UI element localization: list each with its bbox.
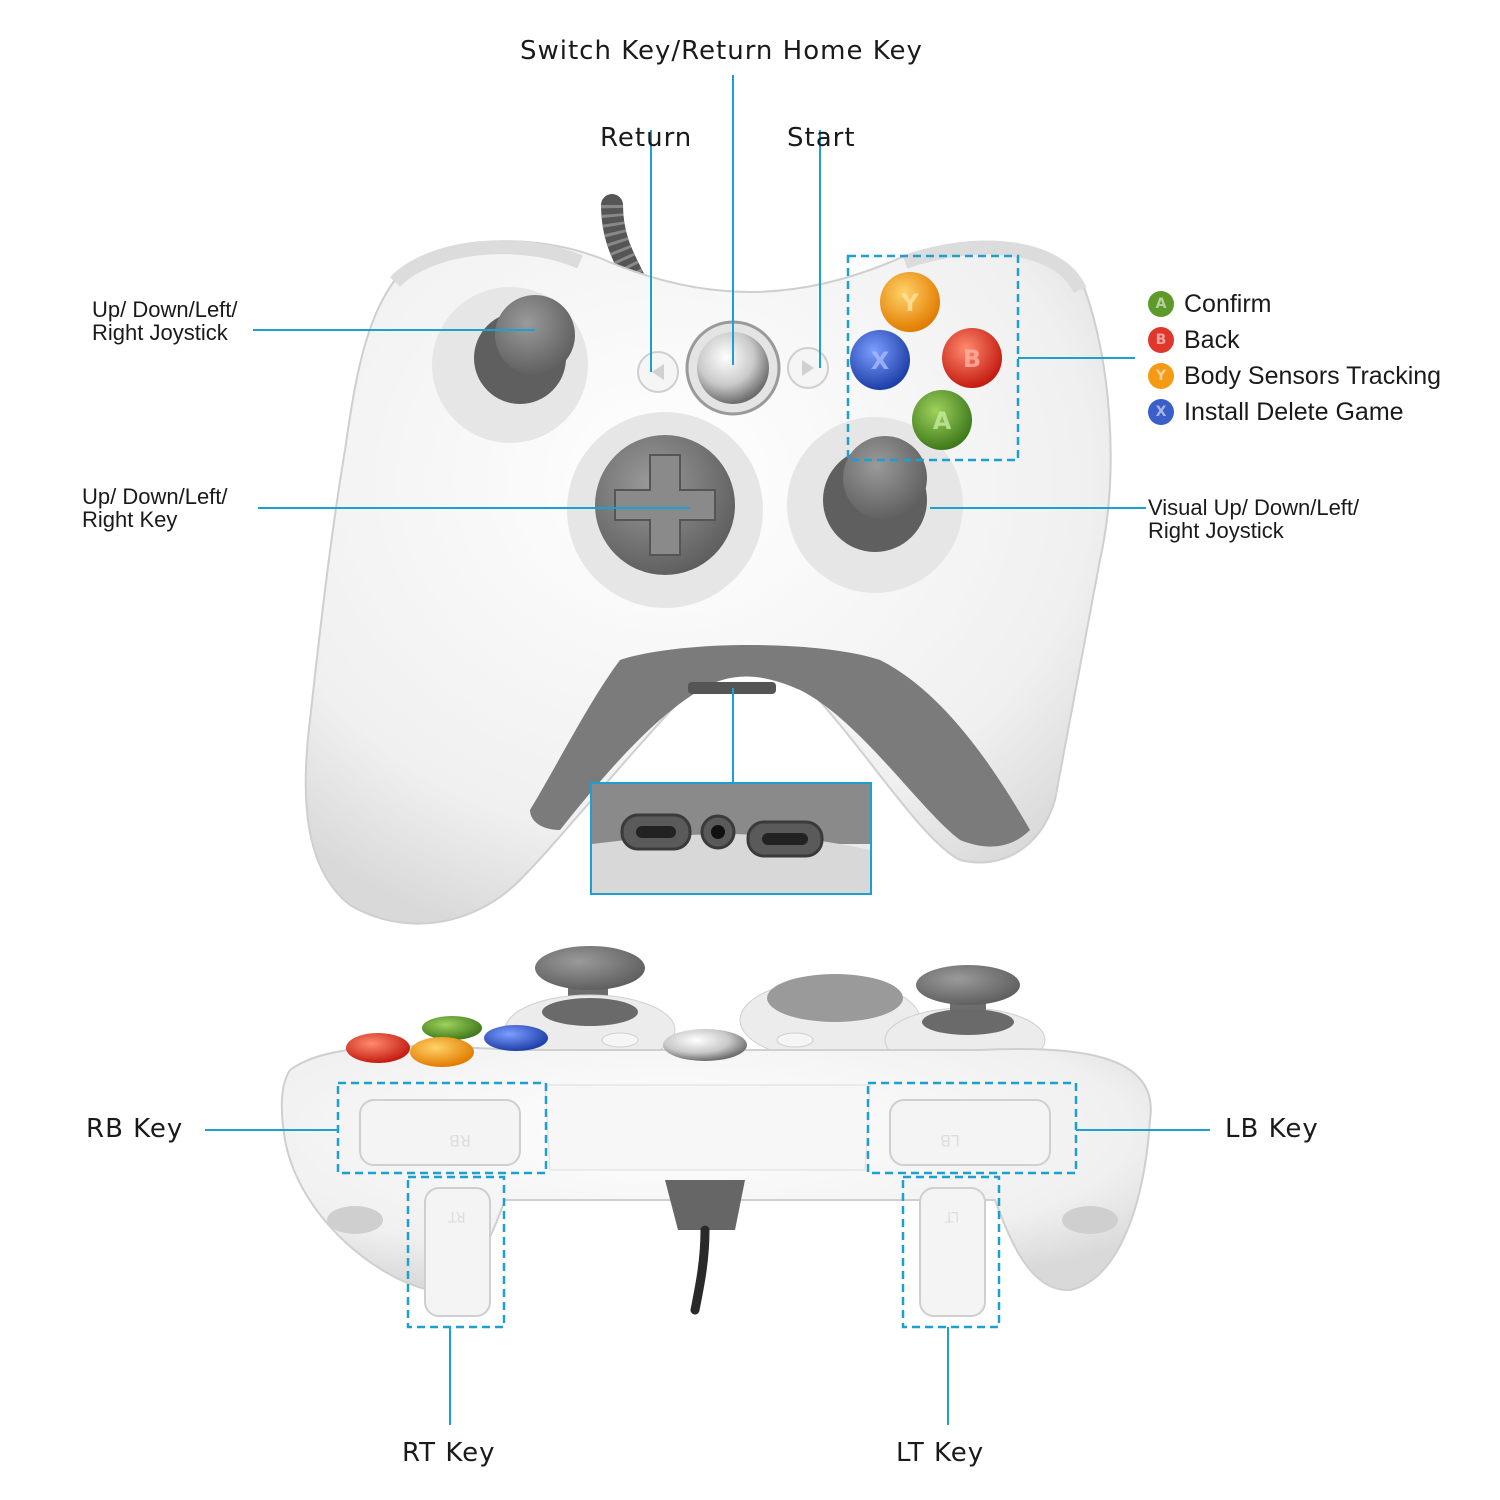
face-buttons-highlight bbox=[846, 254, 1020, 462]
front-y-button[interactable] bbox=[410, 1037, 474, 1067]
label-left-joystick-line2: Right Joystick bbox=[92, 320, 228, 345]
start-arrow-icon bbox=[802, 360, 814, 376]
right-stick-cap[interactable] bbox=[843, 436, 927, 520]
front-back-button[interactable] bbox=[601, 1032, 639, 1048]
label-right-joystick-line1: Visual Up/ Down/Left/ bbox=[1148, 495, 1360, 520]
label-dpad-line2: Right Key bbox=[82, 507, 178, 532]
a-button-icon: A bbox=[1148, 291, 1174, 317]
legend-label-a: Confirm bbox=[1184, 289, 1272, 318]
x-button-icon: X bbox=[1148, 399, 1174, 425]
label-lb-key: LB Key bbox=[1225, 1114, 1319, 1144]
label-start: Start bbox=[787, 123, 856, 153]
label-rb-key: RB Key bbox=[86, 1114, 184, 1144]
underside-grip bbox=[530, 645, 1030, 847]
front-cable-socket bbox=[665, 1180, 745, 1230]
legend-item-y: Y Body Sensors Tracking bbox=[1148, 358, 1441, 394]
front-highlight-boxes bbox=[336, 1081, 1078, 1329]
label-dpad: Up/ Down/Left/ Right Key bbox=[82, 485, 228, 531]
rt-trigger[interactable] bbox=[424, 1187, 491, 1317]
front-guide-button[interactable] bbox=[663, 1029, 747, 1061]
label-switch-key: Switch Key/Return Home Key bbox=[520, 36, 923, 66]
label-dpad-line1: Up/ Down/Left/ bbox=[82, 484, 228, 509]
legend-item-a: A Confirm bbox=[1148, 286, 1441, 322]
front-left-stick-base bbox=[542, 998, 638, 1026]
legend-item-b: B Back bbox=[1148, 322, 1441, 358]
b-button[interactable] bbox=[942, 328, 1002, 388]
y-button-icon: Y bbox=[1148, 363, 1174, 389]
y-button[interactable] bbox=[880, 272, 940, 332]
front-x-button[interactable] bbox=[484, 1025, 548, 1051]
b-button-letter: B bbox=[963, 345, 981, 373]
front-center-strip bbox=[544, 1084, 871, 1171]
right-shoulder bbox=[902, 240, 1087, 294]
front-dpad[interactable] bbox=[767, 974, 903, 1022]
label-return: Return bbox=[600, 123, 693, 153]
front-right-stick-cap[interactable] bbox=[916, 965, 1020, 1005]
inset-audio-hole bbox=[711, 825, 725, 839]
x-button-letter: X bbox=[871, 347, 890, 375]
legend-label-x: Install Delete Game bbox=[1184, 397, 1404, 426]
lb-bumper[interactable] bbox=[889, 1099, 1051, 1166]
front-left-stick-cap[interactable] bbox=[535, 946, 645, 990]
front-right-stick-base bbox=[922, 1009, 1014, 1035]
rt-trigger-mark: RT bbox=[448, 1208, 466, 1224]
back-arrow-icon bbox=[652, 364, 664, 380]
label-right-joystick-line2: Right Joystick bbox=[1148, 518, 1284, 543]
inset-port-left-slot bbox=[636, 826, 676, 838]
y-button-letter: Y bbox=[900, 289, 919, 317]
front-right-grip-hole bbox=[1062, 1206, 1118, 1234]
callout-lines-top bbox=[253, 75, 1146, 783]
legend-item-x: X Install Delete Game bbox=[1148, 394, 1441, 430]
guide-button[interactable] bbox=[697, 332, 769, 404]
label-left-joystick: Up/ Down/Left/ Right Joystick bbox=[92, 298, 238, 344]
label-rt-key: RT Key bbox=[402, 1438, 496, 1468]
legend-label-b: Back bbox=[1184, 325, 1240, 354]
lb-bumper-mark: LB bbox=[940, 1131, 960, 1150]
rb-bumper-mark: RB bbox=[449, 1131, 471, 1150]
front-cable bbox=[690, 1225, 710, 1315]
a-button-letter: A bbox=[933, 407, 952, 435]
a-button[interactable] bbox=[912, 390, 972, 450]
callout-lines-bottom bbox=[205, 1129, 1210, 1425]
left-shoulder bbox=[389, 240, 583, 288]
label-lt-key: LT Key bbox=[896, 1438, 985, 1468]
label-right-joystick: Visual Up/ Down/Left/ Right Joystick bbox=[1148, 496, 1359, 542]
front-left-grip-hole bbox=[327, 1206, 383, 1234]
button-legend: A Confirm B Back Y Body Sensors Tracking… bbox=[1148, 286, 1441, 430]
front-start-button[interactable] bbox=[776, 1032, 814, 1048]
b-button-icon: B bbox=[1148, 327, 1174, 353]
lt-trigger[interactable] bbox=[919, 1187, 986, 1317]
lt-trigger-mark: LT bbox=[944, 1208, 959, 1224]
rb-bumper[interactable] bbox=[359, 1099, 521, 1166]
dpad-cross bbox=[614, 454, 716, 556]
front-b-button[interactable] bbox=[346, 1033, 410, 1063]
legend-label-y: Body Sensors Tracking bbox=[1184, 361, 1442, 390]
left-stick-cap[interactable] bbox=[495, 295, 575, 375]
x-button[interactable] bbox=[850, 330, 910, 390]
label-left-joystick-line1: Up/ Down/Left/ bbox=[92, 297, 238, 322]
inset-port-right-slot bbox=[762, 833, 808, 845]
front-a-button[interactable] bbox=[422, 1016, 482, 1040]
